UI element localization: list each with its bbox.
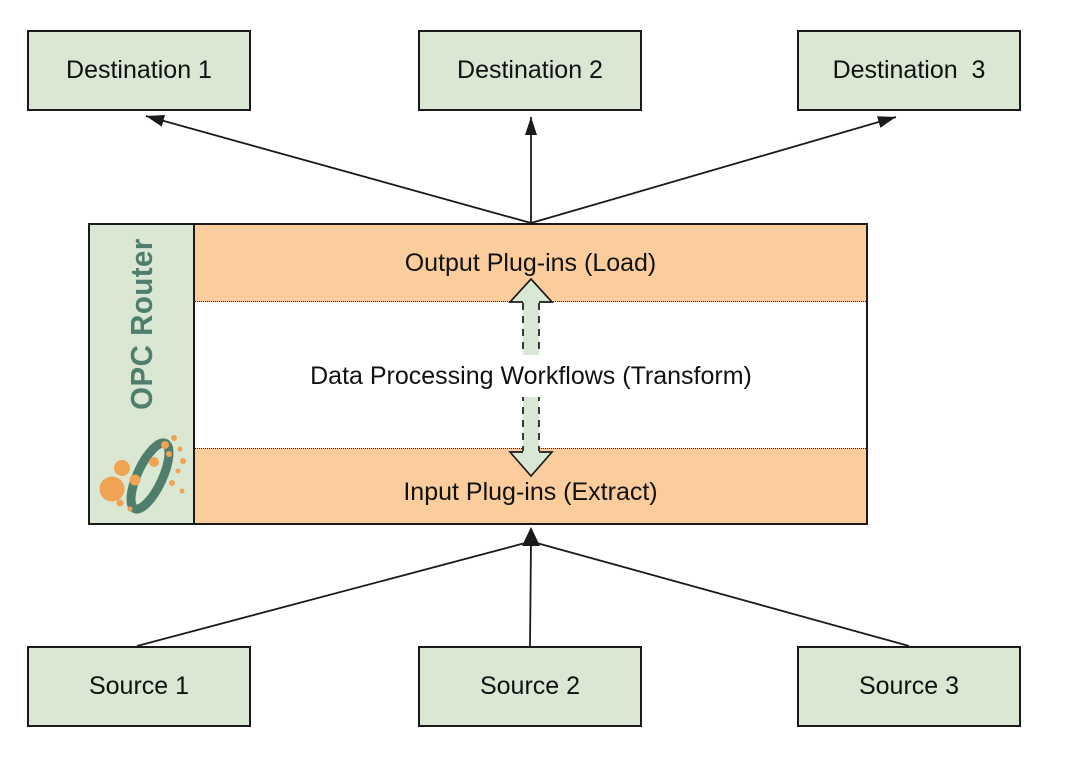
output-arrows <box>145 115 897 224</box>
destination-2-node: Destination 2 <box>418 30 642 111</box>
opc-router-brand: OPC Router <box>124 238 159 410</box>
destination-2-label: Destination 2 <box>457 56 603 84</box>
source-1-label: Source 1 <box>88 672 190 700</box>
source-2-label: Source 2 <box>479 672 581 700</box>
input-band-label: Input Plug-ins (Extract) <box>403 477 658 506</box>
source-3-label: Source 3 <box>858 672 960 700</box>
output-band: Output Plug-ins (Load) <box>195 225 866 302</box>
transform-label: Data Processing Workflows (Transform) <box>281 355 781 397</box>
output-band-label: Output Plug-ins (Load) <box>404 248 657 277</box>
source-2-node: Source 2 <box>418 646 642 727</box>
opc-router-sidebar: OPC Router <box>90 225 195 523</box>
destination-3-label: Destination 3 <box>832 56 986 84</box>
input-arrows <box>136 527 910 647</box>
destination-1-node: Destination 1 <box>27 30 251 111</box>
source-1-node: Source 1 <box>27 646 251 727</box>
input-band: Input Plug-ins (Extract) <box>195 448 866 523</box>
source-3-node: Source 3 <box>797 646 1021 727</box>
destination-1-label: Destination 1 <box>66 56 212 84</box>
opc-router-logo-icon <box>99 435 186 514</box>
destination-3-node: Destination 3 <box>797 30 1021 111</box>
